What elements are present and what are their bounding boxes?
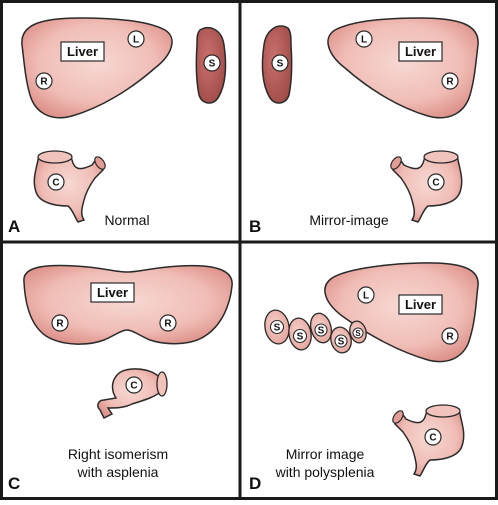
right-lobe-label-2: R — [164, 319, 172, 330]
spleenule-4-label: S — [338, 337, 345, 348]
stomach-body — [392, 151, 463, 223]
right-lobe-label: R — [446, 77, 454, 88]
liver-label: Liver — [405, 44, 436, 59]
stomach-marker — [125, 376, 143, 394]
stomach-marker — [427, 173, 445, 191]
liver-label: Liver — [405, 297, 436, 312]
spleen-label: S — [277, 59, 284, 70]
stomach-label: C — [130, 381, 137, 392]
spleenule-4-marker — [334, 334, 348, 348]
stomach: C — [390, 150, 463, 223]
left-lobe-label: L — [133, 35, 139, 46]
right-lobe-label: R — [40, 77, 48, 88]
liver-label: Liver — [67, 44, 98, 59]
panel-d-caption-line-1: Mirror image — [286, 446, 365, 462]
spleenule-5-marker — [352, 327, 364, 339]
panel-b-caption: Mirror-image — [309, 212, 389, 228]
spleenule-2-label: S — [297, 332, 304, 343]
panel-d-letter: D — [249, 474, 261, 493]
esophagus-opening — [392, 410, 404, 424]
liver-shape — [327, 17, 479, 119]
panel-a-letter: A — [8, 217, 20, 236]
panel-b-letter: B — [249, 217, 261, 236]
left-lobe-label: L — [363, 291, 369, 302]
right-lobe-label-1: R — [56, 319, 64, 330]
left-lobe-marker — [357, 286, 375, 304]
right-lobe-label: R — [446, 332, 454, 343]
panel-a: Liver L R S C A Normal — [8, 17, 227, 236]
stomach-marker — [47, 173, 65, 191]
spleen-label: S — [209, 59, 216, 70]
liver-label-box — [60, 41, 105, 62]
esophagus-opening — [390, 156, 402, 170]
panel-a-caption: Normal — [104, 212, 149, 228]
stomach-opening — [425, 404, 461, 418]
liver-shape — [21, 17, 173, 119]
panel-d-caption-line-2: with polysplenia — [275, 464, 375, 480]
spleenule-3-marker — [314, 323, 328, 337]
spleen-marker — [271, 54, 289, 72]
spleenule-1-marker — [269, 319, 285, 335]
panel-b: Liver L R S C B Mirror-image — [249, 17, 479, 236]
panel-c: Liver R R C C Right isomerism with asple… — [8, 264, 233, 493]
liver-label-box — [398, 294, 443, 315]
left-lobe-label: L — [361, 35, 367, 46]
esophagus-opening — [94, 156, 106, 170]
stomach-marker — [424, 428, 442, 446]
polysplenia-cluster: S S S S S — [264, 309, 367, 354]
stomach: C — [33, 150, 106, 223]
stomach-opening — [37, 150, 73, 164]
right-lobe-marker — [441, 72, 459, 90]
stomach-label: C — [52, 178, 59, 189]
right-lobe-marker — [441, 327, 459, 345]
stomach: C — [97, 368, 168, 420]
left-lobe-marker — [355, 30, 373, 48]
stomach-opening — [423, 150, 459, 164]
panel-c-letter: C — [8, 474, 20, 493]
liver-label-box — [90, 282, 135, 303]
liver-label: Liver — [97, 285, 128, 300]
right-lobe-marker-1 — [51, 314, 69, 332]
liver-shape — [23, 264, 233, 345]
left-lobe-marker — [127, 30, 145, 48]
stomach-body — [97, 368, 163, 420]
right-lobe-marker-2 — [159, 314, 177, 332]
panel-d: Liver L R S S S S S C — [249, 262, 479, 493]
liver-label-box — [398, 41, 443, 62]
spleenule-1-label: S — [274, 323, 281, 334]
stomach: C — [392, 404, 465, 477]
spleenule-2-marker — [292, 328, 308, 344]
stomach-body — [33, 151, 104, 223]
panel-c-caption-line-2: with asplenia — [77, 464, 159, 480]
spleenule-5-label: S — [355, 329, 361, 338]
right-lobe-marker — [35, 72, 53, 90]
stomach-label: C — [429, 433, 436, 444]
spleenule-3-label: S — [318, 326, 325, 337]
stomach-label: C — [432, 178, 439, 189]
panel-c-caption-line-1: Right isomerism — [68, 446, 168, 462]
stomach-opening — [156, 371, 168, 397]
spleen-marker — [203, 54, 221, 72]
